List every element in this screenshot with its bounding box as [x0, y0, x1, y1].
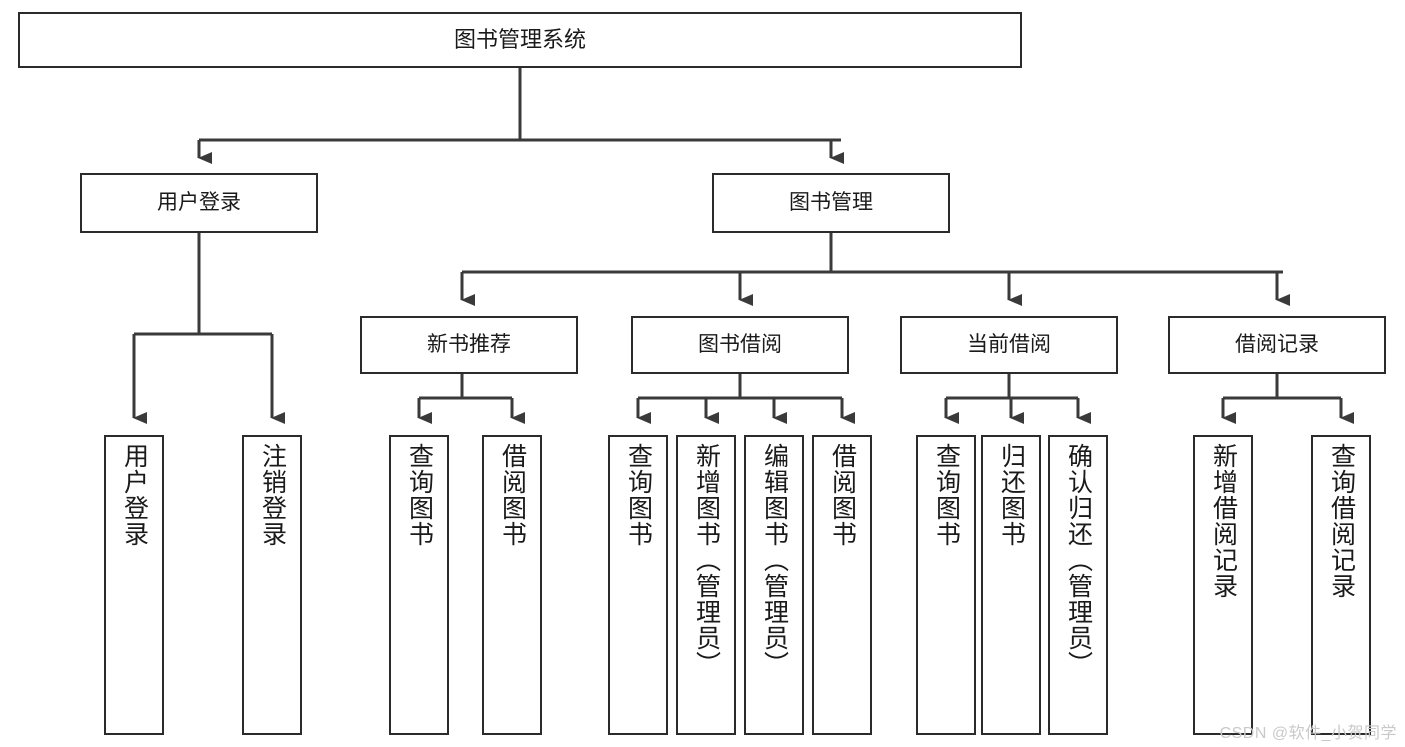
node-root-label: 图书管理系统: [453, 27, 586, 53]
leaf-query-book-1[interactable]: 查询图书: [389, 435, 449, 735]
node-new-book-recommend[interactable]: 新书推荐: [360, 316, 578, 374]
leaf-add-book-label: 新增图书（管理员）: [692, 443, 721, 677]
leaf-query-record-label: 查询借阅记录: [1327, 443, 1356, 599]
node-user-login-label: 用户登录: [157, 190, 241, 214]
leaf-borrow-book-1-label: 借阅图书: [498, 443, 527, 547]
node-root[interactable]: 图书管理系统: [18, 12, 1022, 68]
leaf-user-login[interactable]: 用户登录: [104, 435, 164, 735]
leaf-return-book[interactable]: 归还图书: [981, 435, 1041, 735]
node-current-borrow-label: 当前借阅: [967, 332, 1051, 356]
watermark-text: CSDN @软件_小贺同学: [1219, 725, 1397, 742]
leaf-query-book-3[interactable]: 查询图书: [916, 435, 976, 735]
node-user-login[interactable]: 用户登录: [80, 173, 318, 233]
leaf-borrow-book-2-label: 借阅图书: [828, 443, 857, 547]
leaf-user-login-label: 用户登录: [120, 443, 149, 547]
node-new-book-recommend-label: 新书推荐: [427, 332, 511, 356]
node-book-management-label: 图书管理: [789, 190, 873, 214]
node-book-management[interactable]: 图书管理: [712, 173, 950, 233]
leaf-borrow-book-2[interactable]: 借阅图书: [812, 435, 872, 735]
leaf-return-book-label: 归还图书: [997, 443, 1026, 547]
leaf-add-record[interactable]: 新增借阅记录: [1193, 435, 1253, 735]
leaf-add-record-label: 新增借阅记录: [1209, 443, 1238, 599]
leaf-query-record[interactable]: 查询借阅记录: [1311, 435, 1371, 735]
leaf-query-book-2[interactable]: 查询图书: [608, 435, 668, 735]
leaf-edit-book-label: 编辑图书（管理员）: [760, 443, 789, 677]
leaf-logout-login-label: 注销登录: [258, 443, 287, 547]
node-book-borrow[interactable]: 图书借阅: [631, 316, 849, 374]
node-borrow-record-label: 借阅记录: [1235, 332, 1319, 356]
leaf-query-book-2-label: 查询图书: [624, 443, 653, 547]
leaf-logout-login[interactable]: 注销登录: [242, 435, 302, 735]
node-borrow-record[interactable]: 借阅记录: [1168, 316, 1386, 374]
leaf-confirm-return-label: 确认归还（管理员）: [1064, 443, 1093, 677]
leaf-borrow-book-1[interactable]: 借阅图书: [482, 435, 542, 735]
node-current-borrow[interactable]: 当前借阅: [900, 316, 1118, 374]
node-book-borrow-label: 图书借阅: [698, 332, 782, 356]
leaf-query-book-1-label: 查询图书: [405, 443, 434, 547]
leaf-edit-book[interactable]: 编辑图书（管理员）: [744, 435, 804, 735]
leaf-confirm-return[interactable]: 确认归还（管理员）: [1048, 435, 1108, 735]
leaf-add-book[interactable]: 新增图书（管理员）: [676, 435, 736, 735]
leaf-query-book-3-label: 查询图书: [932, 443, 961, 547]
